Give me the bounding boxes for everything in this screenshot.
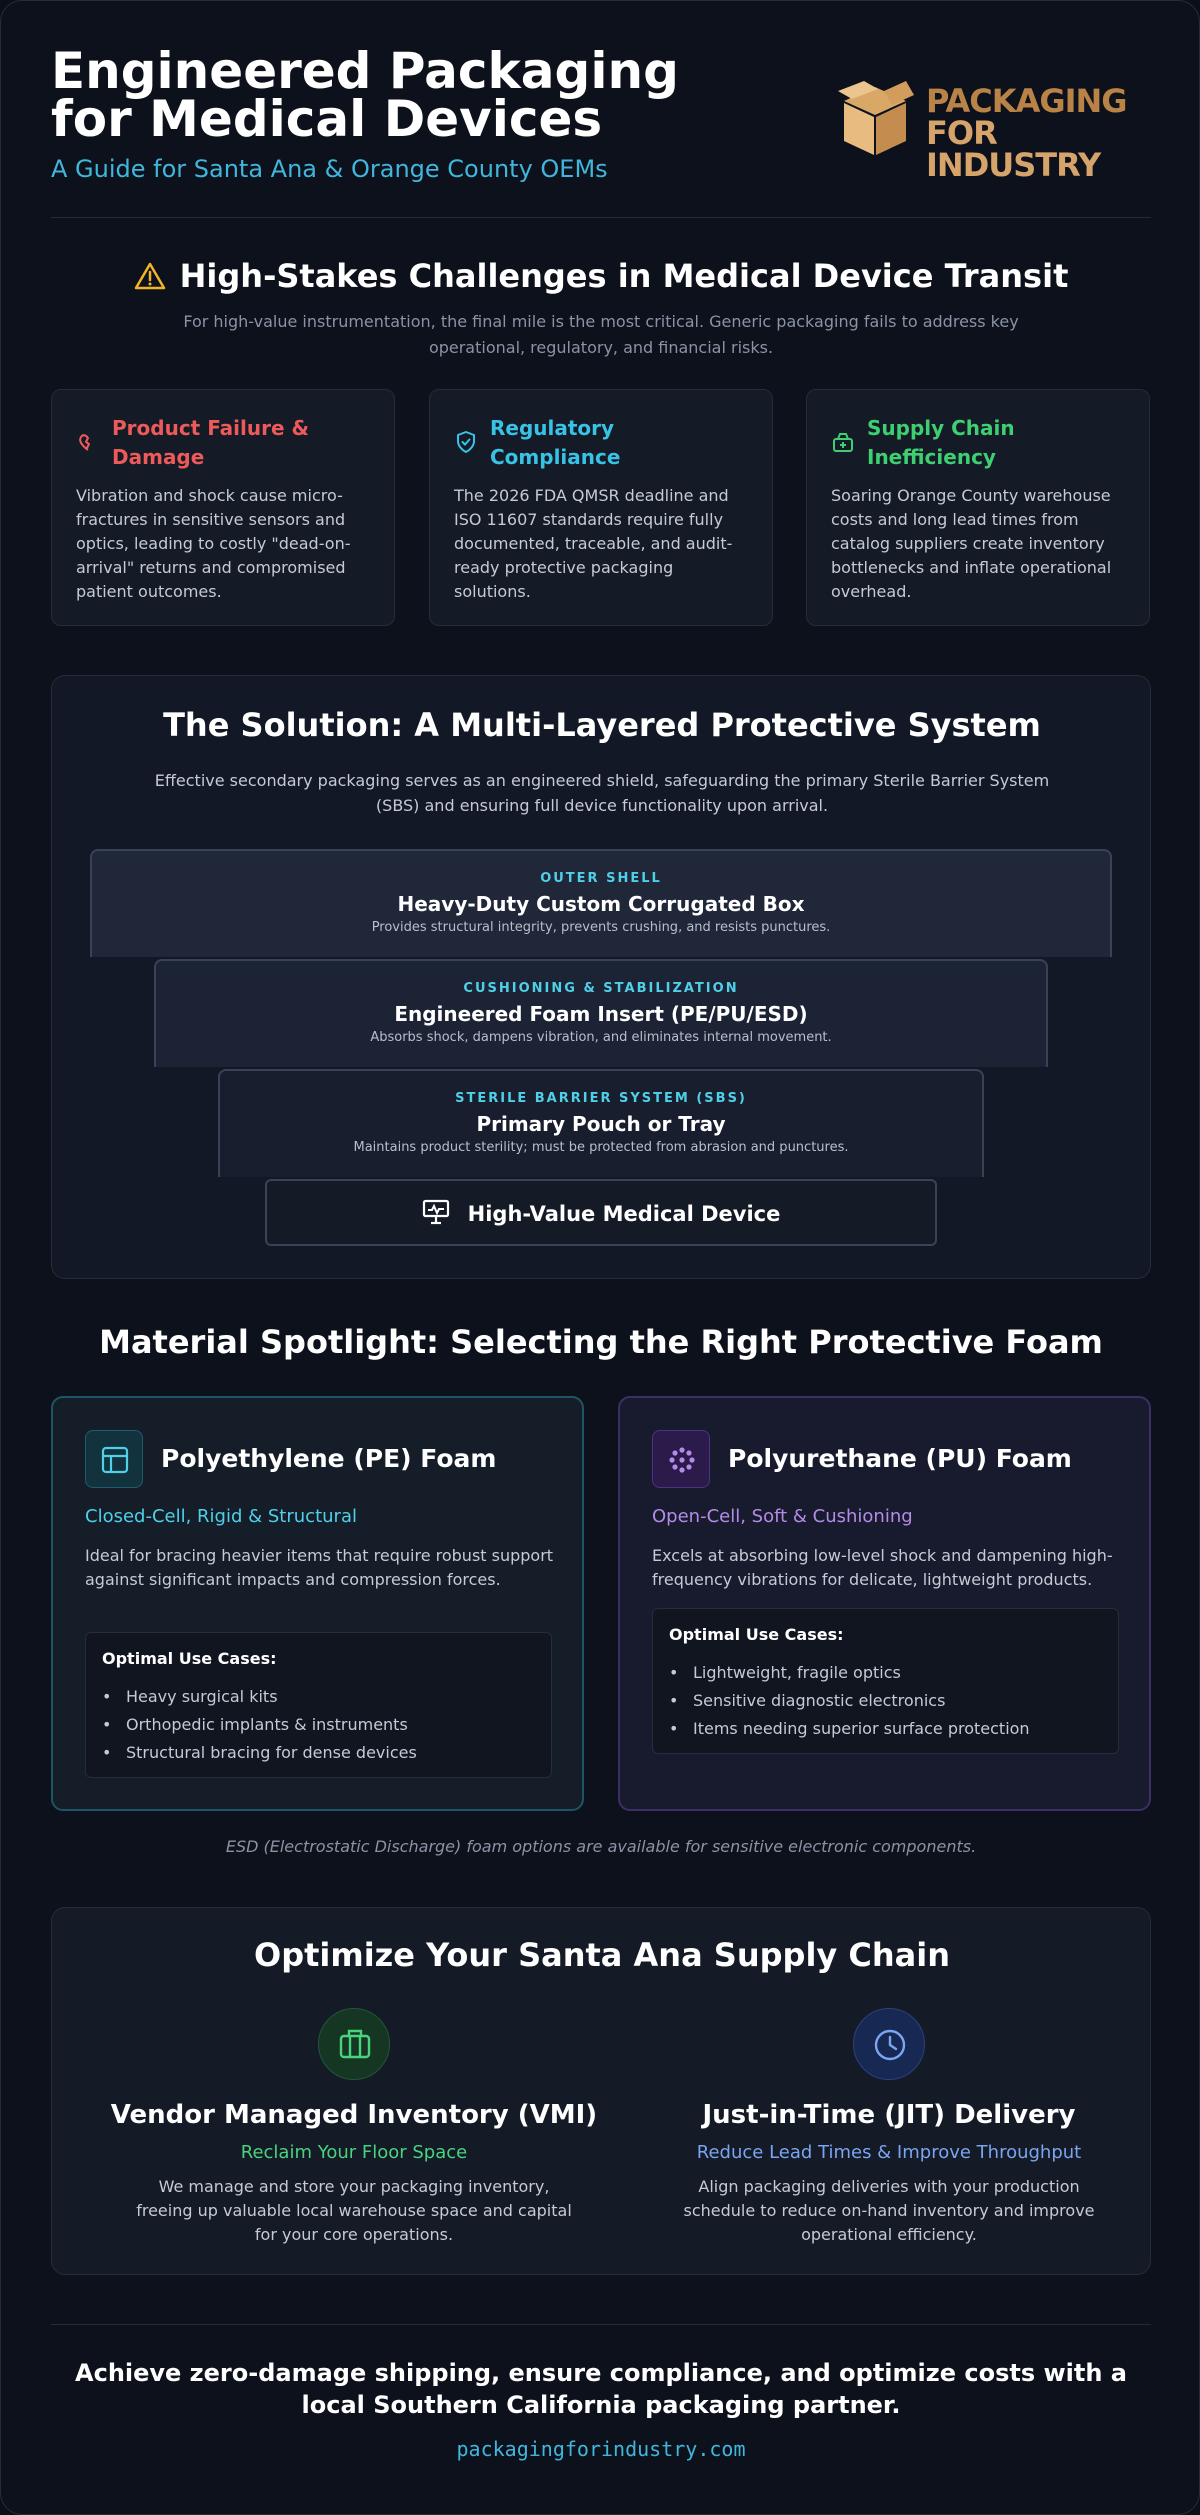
pu-foam-card: Polyurethane (PU) Foam Open-Cell, Soft &… (618, 1396, 1151, 1811)
website-link[interactable]: packagingforindustry.com (456, 2437, 746, 2461)
vmi-title: Vendor Managed Inventory (VMI) (110, 2100, 598, 2130)
challenge-card-supply-chain: Supply Chain Inefficiency Soaring Orange… (806, 389, 1150, 626)
vmi-subtitle: Reclaim Your Floor Space (240, 2142, 468, 2163)
jit-icon-circle (853, 2008, 925, 2080)
broken-heart-icon (79, 434, 90, 451)
challenge-title: Regulatory Compliance (490, 416, 621, 469)
challenges-description: For high-value instrumentation, the fina… (183, 312, 1019, 357)
challenge-title: Product Failure & Damage (112, 416, 309, 469)
list-item: Lightweight, fragile optics (669, 1659, 1030, 1687)
jit-service: Just-in-Time (JIT) Delivery Reduce Lead … (639, 2008, 1139, 2247)
clock-icon (874, 2029, 906, 2061)
layer-outer-shell: OUTER SHELL Heavy-Duty Custom Corrugated… (90, 849, 1112, 957)
list-item: Items needing superior surface protectio… (669, 1715, 1030, 1743)
call-to-action: Achieve zero-damage shipping, ensure com… (75, 2359, 1127, 2419)
page-title: Engineered Packaging for Medical Devices (51, 42, 679, 148)
list-item: Heavy surgical kits (102, 1683, 417, 1711)
layer-cushioning: CUSHIONING & STABILIZATION Engineered Fo… (154, 959, 1048, 1067)
materials-heading: Material Spotlight: Selecting the Right … (99, 1323, 1103, 1361)
challenge-body: Soaring Orange County warehouse costs an… (831, 486, 1112, 601)
briefcase-icon (339, 2029, 371, 2059)
solution-heading: The Solution: A Multi-Layered Protective… (163, 706, 1041, 744)
page-subtitle: A Guide for Santa Ana & Orange County OE… (51, 155, 608, 183)
pu-foam-body: Excels at absorbing low-level shock and … (652, 1546, 1113, 1589)
challenge-card-regulatory: Regulatory Compliance The 2026 FDA QMSR … (429, 389, 773, 626)
pe-foam-subtitle: Closed-Cell, Rigid & Structural (85, 1506, 357, 1527)
challenges-heading: High-Stakes Challenges in Medical Device… (1, 257, 1199, 299)
monitor-icon (422, 1198, 450, 1231)
challenge-title: Supply Chain Inefficiency (867, 416, 1015, 469)
list-item: Orthopedic implants & instruments (102, 1711, 417, 1739)
supply-heading: Optimize Your Santa Ana Supply Chain (253, 1936, 951, 1974)
vmi-service: Vendor Managed Inventory (VMI) Reclaim Y… (104, 2008, 604, 2247)
pe-foam-title: Polyethylene (PE) Foam (161, 1444, 497, 1473)
layout-grid-icon (101, 1446, 129, 1474)
box-logo-icon (838, 81, 914, 155)
list-item: Structural bracing for dense devices (102, 1739, 417, 1767)
challenge-card-product-failure: Product Failure & Damage Vibration and s… (51, 389, 395, 626)
medical-device-core: High-Value Medical Device (265, 1179, 937, 1246)
shield-check-icon (457, 431, 475, 453)
pu-foam-icon-tile (652, 1430, 710, 1488)
vmi-icon-circle (318, 2008, 390, 2080)
supply-chain-panel: Optimize Your Santa Ana Supply Chain Ven… (51, 1907, 1151, 2275)
pe-use-cases: Optimal Use Cases: Heavy surgical kits O… (85, 1632, 552, 1778)
pu-foam-subtitle: Open-Cell, Soft & Cushioning (652, 1506, 913, 1527)
pu-foam-title: Polyurethane (PU) Foam (728, 1444, 1072, 1473)
list-item: Sensitive diagnostic electronics (669, 1687, 1030, 1715)
package-icon (833, 433, 853, 452)
header-divider (51, 217, 1151, 218)
esd-note: ESD (Electrostatic Discharge) foam optio… (225, 1837, 977, 1856)
company-logo: PACKAGING FOR INDUSTRY (834, 81, 1154, 181)
dots-cluster-icon (669, 1447, 695, 1473)
pe-foam-card: Polyethylene (PE) Foam Closed-Cell, Rigi… (51, 1396, 584, 1811)
jit-subtitle: Reduce Lead Times & Improve Throughput (696, 2142, 1082, 2163)
pu-use-cases: Optimal Use Cases: Lightweight, fragile … (652, 1608, 1119, 1754)
footer-divider (51, 2324, 1151, 2325)
pe-foam-icon-tile (85, 1430, 143, 1488)
challenge-body: The 2026 FDA QMSR deadline and ISO 11607… (454, 486, 733, 601)
jit-title: Just-in-Time (JIT) Delivery (702, 2100, 1076, 2130)
warning-icon (134, 261, 166, 299)
logo-text: PACKAGING FOR INDUSTRY (926, 82, 1128, 184)
layer-sterile-barrier: STERILE BARRIER SYSTEM (SBS) Primary Pou… (218, 1069, 984, 1177)
challenge-body: Vibration and shock cause micro-fracture… (76, 486, 351, 601)
pe-foam-body: Ideal for bracing heavier items that req… (85, 1546, 554, 1589)
device-label: High-Value Medical Device (467, 1202, 781, 1226)
solution-description: Effective secondary packaging serves as … (154, 771, 1050, 815)
solution-panel: The Solution: A Multi-Layered Protective… (51, 675, 1151, 1279)
vmi-body: We manage and store your packaging inven… (136, 2177, 572, 2244)
jit-body: Align packaging deliveries with your pro… (683, 2177, 1095, 2244)
